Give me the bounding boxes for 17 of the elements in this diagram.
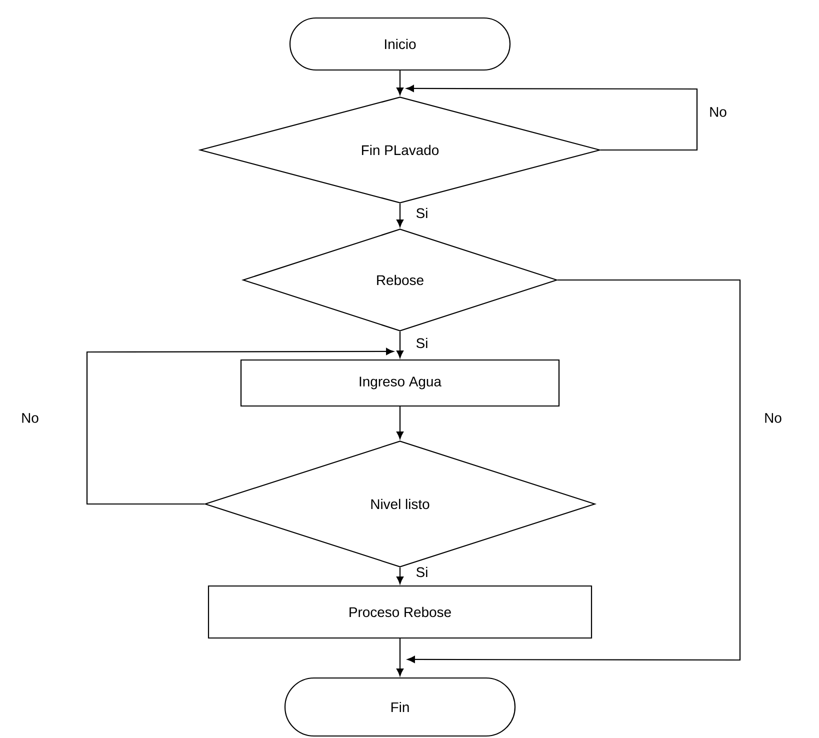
arrow: [396, 638, 404, 676]
arrow: [86, 348, 394, 505]
process-box: Proceso Rebose: [208, 585, 592, 639]
arrow: [396, 332, 404, 358]
arrow: [396, 70, 404, 96]
arrow: [396, 406, 404, 440]
edge-label: Si: [414, 206, 430, 220]
arrow: [396, 204, 404, 228]
arrow: [407, 279, 741, 663]
edge-label: Si: [414, 566, 430, 578]
edge-label: No: [763, 412, 783, 424]
arrow: [406, 84, 698, 151]
edge-label: No: [20, 412, 40, 424]
edge-label: Si: [414, 336, 430, 350]
edge-label: No: [708, 106, 728, 118]
arrow: [396, 568, 404, 584]
process-box: Ingreso Agua: [240, 359, 560, 407]
